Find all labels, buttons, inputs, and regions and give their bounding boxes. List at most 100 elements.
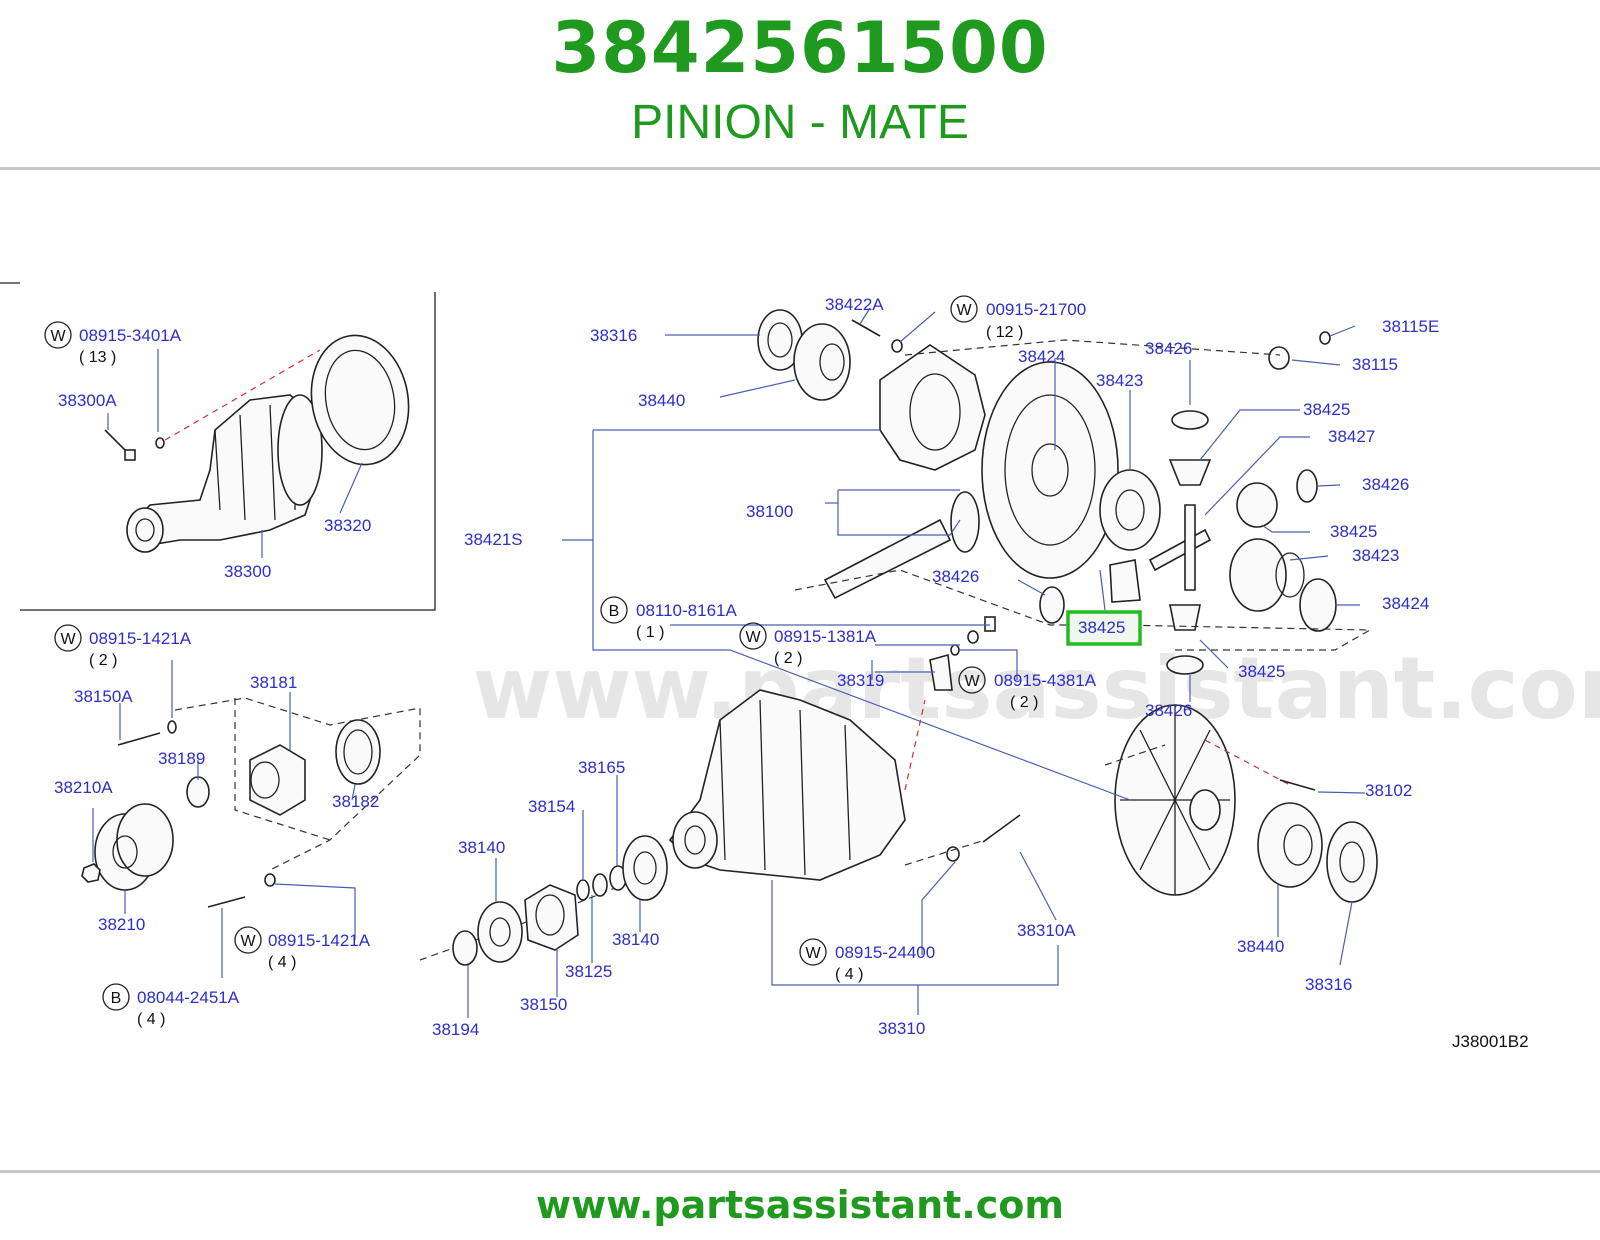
ref-38426-mid[interactable]: 38426 — [932, 567, 979, 586]
ref-38300A[interactable]: 38300A — [58, 391, 117, 410]
svg-text:08110-8161A: 08110-8161A — [636, 601, 737, 620]
svg-text:B: B — [111, 990, 122, 1007]
ref-38194[interactable]: 38194 — [432, 1020, 479, 1039]
ref-38427[interactable]: 38427 — [1328, 427, 1375, 446]
ref-38125[interactable]: 38125 — [565, 962, 612, 981]
svg-text:( 4 ): ( 4 ) — [835, 966, 863, 983]
svg-text:00915-21700: 00915-21700 — [986, 300, 1086, 319]
bolt-38102-drawing — [1279, 779, 1316, 791]
ref-38421S[interactable]: 38421S — [464, 530, 523, 549]
bearing-38316-right-drawing — [1326, 821, 1378, 903]
ref-38319[interactable]: 38319 — [837, 671, 884, 690]
ref-08915-1421A-bottom[interactable]: W 08915-1421A ( 4 ) — [234, 926, 371, 971]
ref-38424-right[interactable]: 38424 — [1382, 594, 1429, 613]
svg-text:08915-1381A: 08915-1381A — [774, 627, 877, 646]
ref-38440-top[interactable]: 38440 — [638, 391, 685, 410]
ref-38154[interactable]: 38154 — [528, 797, 575, 816]
washer-00915-21700-drawing — [891, 339, 903, 353]
ref-38210[interactable]: 38210 — [98, 915, 145, 934]
ref-38102[interactable]: 38102 — [1365, 781, 1412, 800]
ref-38440-right[interactable]: 38440 — [1237, 937, 1284, 956]
ref-38165[interactable]: 38165 — [578, 758, 625, 777]
ring-gear-38424-drawing — [981, 361, 1119, 579]
ref-38140-left[interactable]: 38140 — [458, 838, 505, 857]
svg-text:( 2 ): ( 2 ) — [1010, 694, 1038, 711]
ref-38115[interactable]: 38115 — [1352, 355, 1398, 374]
ref-08915-1421A-top[interactable]: W 08915-1421A ( 2 ) — [54, 624, 192, 669]
ref-08915-1381A[interactable]: W 08915-1381A ( 2 ) — [739, 622, 877, 667]
ref-38422A[interactable]: 38422A — [825, 295, 884, 314]
washer-38426-right-drawing — [1296, 469, 1318, 503]
pinion-mate-38425-top-drawing — [1168, 459, 1212, 486]
ref-38140-right[interactable]: 38140 — [612, 930, 659, 949]
ref-38310[interactable]: 38310 — [878, 1019, 925, 1038]
svg-text:W: W — [956, 302, 972, 319]
washer-38424-lower-drawing — [1299, 578, 1337, 632]
diagram-code: J38001B2 — [1452, 1032, 1529, 1051]
bearing-38440-right-drawing — [1257, 802, 1323, 888]
svg-text:B: B — [609, 603, 620, 620]
ref-38210A[interactable]: 38210A — [54, 778, 113, 797]
pinion-mate-38425-lower-drawing — [1109, 559, 1201, 631]
svg-text:( 2 ): ( 2 ) — [89, 652, 117, 669]
ref-38300[interactable]: 38300 — [224, 562, 271, 581]
oil-seal-38189-drawing — [186, 776, 210, 808]
ref-38425-selected[interactable]: 38425 — [1078, 618, 1125, 637]
ref-38425-bottom[interactable]: 38425 — [1238, 662, 1285, 681]
rear-cover-38320-drawing — [1114, 704, 1236, 896]
ref-38424-top[interactable]: 38424 — [1018, 347, 1065, 366]
svg-text:W: W — [805, 945, 821, 962]
ref-38426-bottom[interactable]: 38426 — [1145, 701, 1192, 720]
ref-38425-right[interactable]: 38425 — [1330, 522, 1377, 541]
ref-38426-top[interactable]: 38426 — [1145, 339, 1192, 358]
ref-38100[interactable]: 38100 — [746, 502, 793, 521]
ref-38150[interactable]: 38150 — [520, 995, 567, 1014]
companion-flange-38210-drawing — [94, 803, 174, 891]
ref-08915-4381A[interactable]: W 08915-4381A ( 2 ) — [958, 666, 1097, 711]
washer-08915-1381A-drawing — [967, 630, 979, 644]
washer-38194-drawing — [452, 930, 478, 966]
ref-08110-8161A[interactable]: B 08110-8161A ( 1 ) — [600, 596, 737, 641]
footer-divider — [0, 1170, 1600, 1173]
ref-38316-right[interactable]: 38316 — [1305, 975, 1352, 994]
ref-08044-2451A[interactable]: B 08044-2451A ( 4 ) — [102, 983, 240, 1028]
ref-00915-21700[interactable]: W 00915-21700 ( 12 ) — [950, 295, 1086, 341]
part-labels: W 08915-3401A ( 13 ) 38300A 38320 38300 … — [44, 295, 1439, 1039]
washer-08915-3401A-drawing — [155, 437, 165, 449]
ref-38425-top[interactable]: 38425 — [1303, 400, 1350, 419]
ref-38189[interactable]: 38189 — [158, 749, 205, 768]
washer-38426-mid-drawing — [1039, 586, 1065, 624]
ref-08915-24400[interactable]: W 08915-24400 ( 4 ) — [799, 938, 935, 983]
svg-text:W: W — [60, 631, 76, 648]
gear-carrier-38310-drawing — [668, 689, 906, 881]
footer-url-link[interactable]: www.partsassistant.com — [536, 1183, 1064, 1227]
ref-38115E[interactable]: 38115E — [1382, 317, 1439, 336]
ref-38316-top[interactable]: 38316 — [590, 326, 637, 345]
red-alignment-line — [164, 349, 321, 441]
ref-08915-3401A[interactable]: W 08915-3401A ( 13 ) — [44, 321, 182, 366]
ref-38423-right[interactable]: 38423 — [1352, 546, 1399, 565]
washer-38426-top-drawing — [1171, 410, 1209, 430]
washer-38115E-drawing — [1319, 331, 1331, 345]
ref-38426-right[interactable]: 38426 — [1362, 475, 1409, 494]
washer-08915-1421A-bottom-drawing — [264, 873, 276, 887]
washer-38426-bottom-drawing — [1166, 655, 1204, 675]
ref-38150A[interactable]: 38150A — [74, 687, 133, 706]
svg-text:W: W — [964, 673, 980, 690]
selected-part-highlight — [1066, 610, 1142, 646]
svg-text:08915-4381A: 08915-4381A — [994, 671, 1097, 690]
ref-38310A[interactable]: 38310A — [1017, 921, 1076, 940]
ref-38181[interactable]: 38181 — [250, 673, 297, 692]
ref-38320[interactable]: 38320 — [324, 516, 371, 535]
svg-text:( 1 ): ( 1 ) — [636, 624, 664, 641]
svg-text:( 13 ): ( 13 ) — [79, 349, 116, 366]
flange-dashed-line-2 — [234, 698, 331, 841]
svg-text:( 12 ): ( 12 ) — [986, 324, 1023, 341]
watermark-text: www.partsassistant.com — [473, 639, 1600, 739]
ref-38182[interactable]: 38182 — [332, 792, 379, 811]
bearing-38140-right-drawing — [622, 835, 668, 901]
bearing-38140-left-drawing — [477, 901, 523, 963]
stud-38310A-drawing — [982, 814, 1021, 843]
ref-38423-top[interactable]: 38423 — [1096, 371, 1143, 390]
axis-dashed-line — [904, 339, 1281, 356]
